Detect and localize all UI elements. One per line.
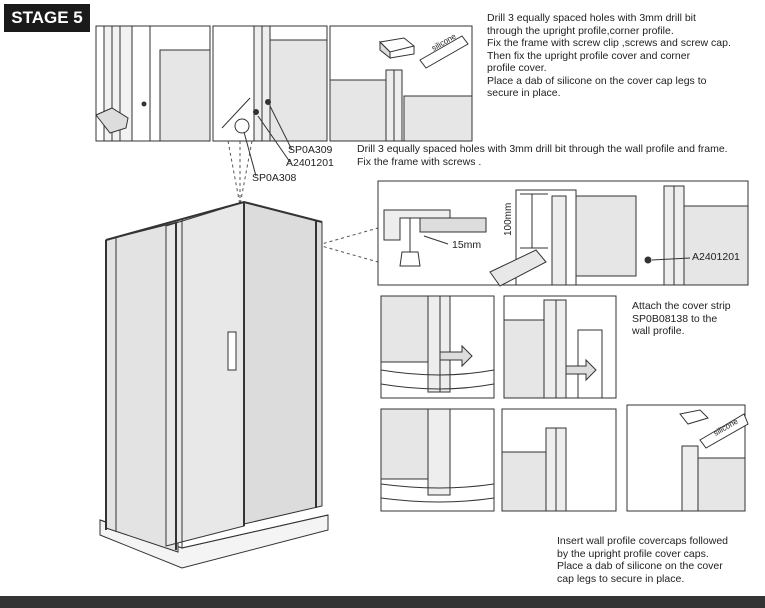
instruction-cover-strip: Attach the cover strip SP0B08138 to the …	[632, 300, 731, 338]
instruction-top: Drill 3 equally spaced holes with 3mm dr…	[487, 12, 731, 100]
instruction-line: Fix the frame with screw clip ,screws an…	[487, 37, 731, 49]
instruction-line: Drill 3 equally spaced holes with 3mm dr…	[357, 143, 728, 155]
instruction-line: profile cover.	[487, 62, 547, 74]
dimension-15mm: 15mm	[452, 239, 482, 251]
part-label-sp0a309: SP0A309	[288, 144, 333, 156]
dimension-100mm: 100mm	[503, 202, 514, 236]
instruction-line: Then fix the upright profile cover and c…	[487, 49, 691, 62]
part-label-a2401201-right: A2401201	[692, 251, 740, 263]
instruction-line: cap legs to secure in place.	[557, 572, 685, 585]
footer-bar	[0, 596, 765, 608]
instruction-line: through the upright profile,corner profi…	[487, 24, 674, 37]
instruction-line: secure in place.	[487, 87, 561, 99]
part-label-sp0a308: SP0A308	[252, 172, 297, 184]
stage-label: STAGE 5	[4, 4, 90, 32]
instruction-line: SP0B08138 to the	[632, 312, 718, 325]
instruction-line: by the upright profile cover caps.	[557, 547, 709, 560]
part-label-a2401201-top: A2401201	[286, 157, 334, 169]
instruction-line: Drill 3 equally spaced holes with 3mm dr…	[487, 12, 696, 24]
instruction-line: Fix the frame with screws .	[357, 155, 482, 168]
instruction-middle: Drill 3 equally spaced holes with 3mm dr…	[357, 143, 728, 168]
instruction-line: Place a dab of silicone on the cover	[557, 560, 723, 572]
instruction-line: Place a dab of silicone on the cover cap…	[487, 74, 707, 87]
instruction-line: Attach the cover strip	[632, 300, 731, 312]
instruction-bottom: Insert wall profile covercaps followed b…	[557, 535, 728, 585]
instruction-line: Insert wall profile covercaps followed	[557, 535, 728, 547]
instruction-line: wall profile.	[632, 325, 685, 337]
